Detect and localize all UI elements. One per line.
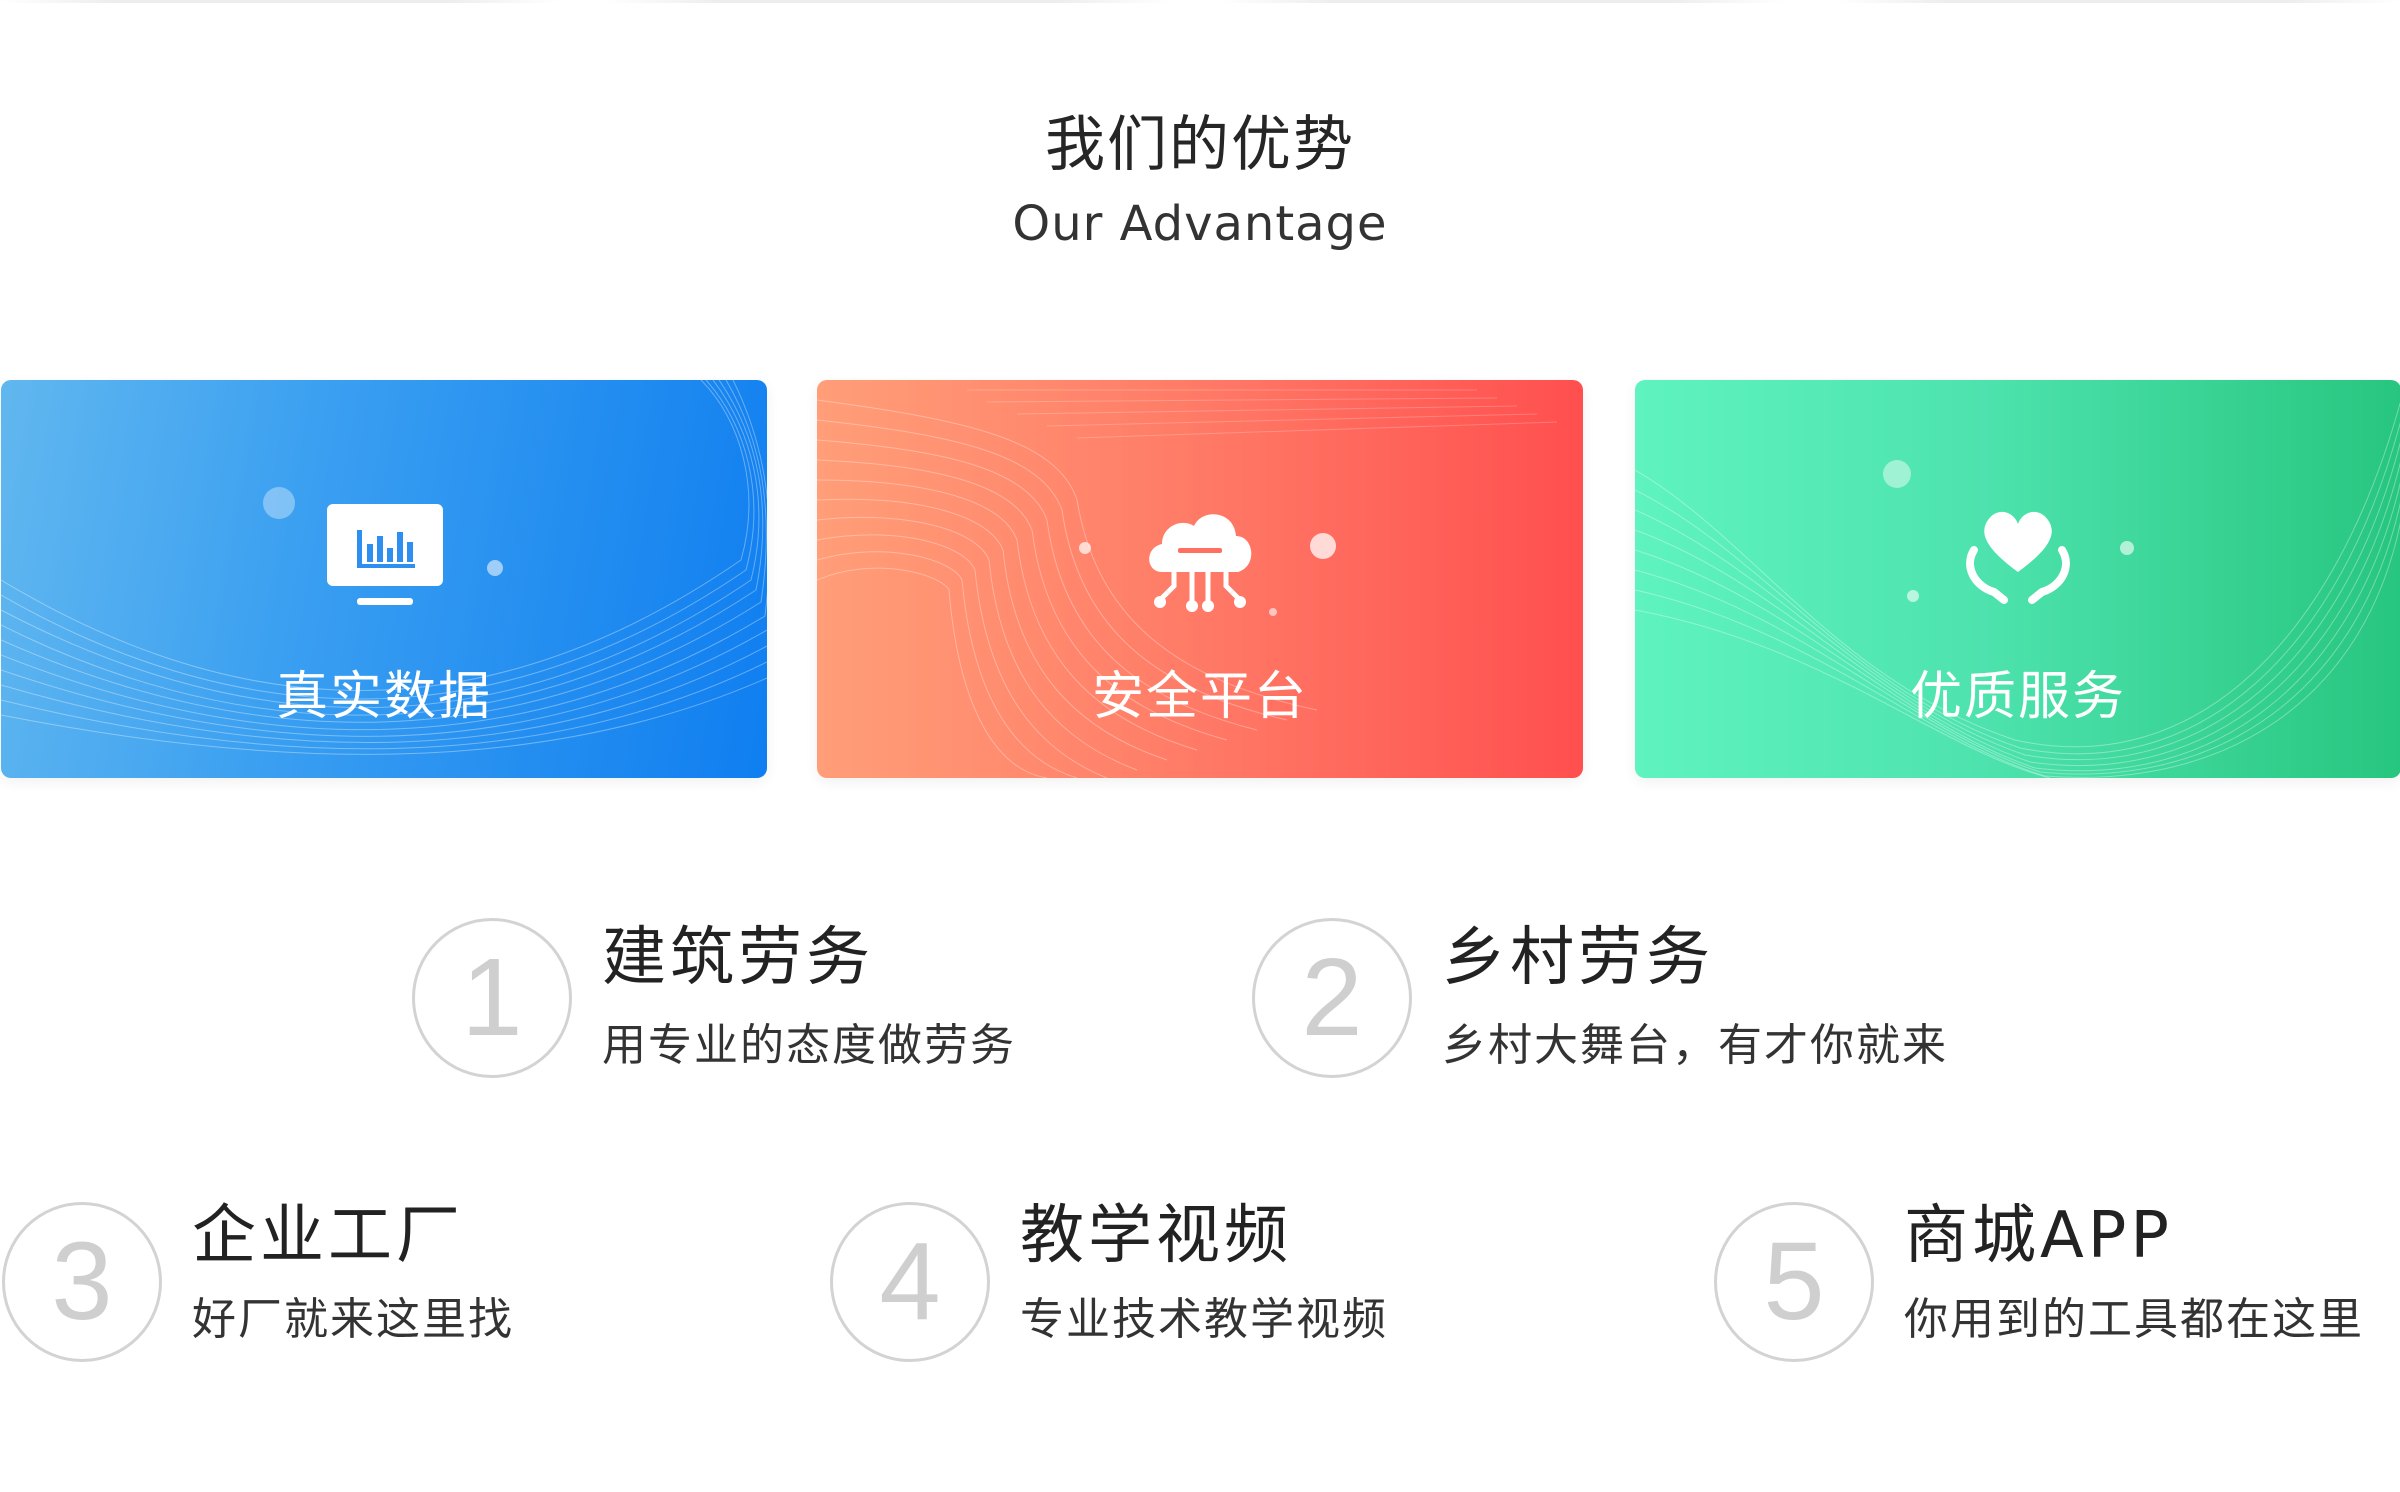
previous-section-edges: [0, 0, 2400, 4]
previous-card-edge: [605, 0, 1170, 3]
previous-card-edge: [1220, 0, 1785, 3]
item-subtitle: 用专业的态度做劳务: [602, 1020, 1016, 1071]
item-number-circle: 2: [1252, 918, 1412, 1078]
feature-card-quality-service[interactable]: 优质服务: [1635, 380, 2400, 778]
item-number-circle: 1: [412, 918, 572, 1078]
section-title: 我们的优势: [1045, 110, 1355, 180]
monitor-chart-icon: [327, 504, 443, 605]
item-number-circle: 3: [2, 1202, 162, 1362]
item-title: 建筑劳务: [602, 921, 874, 995]
item-number-circle: 5: [1714, 1202, 1874, 1362]
wave-lines-decoration: [1635, 401, 2400, 778]
item-number-circle: 4: [830, 1202, 990, 1362]
cloud-network-icon: [1149, 514, 1252, 612]
item-title: 乡村劳务: [1442, 921, 1714, 995]
section-heading: 我们的优势 Our Advantage: [0, 100, 2400, 256]
wave-lines-decoration: [817, 389, 1558, 778]
item-subtitle: 好厂就来这里找: [192, 1294, 514, 1345]
previous-card-edge: [1835, 0, 2400, 3]
feature-card-safe-platform[interactable]: 安全平台: [817, 380, 1583, 778]
wave-lines-decoration: [1, 380, 767, 755]
item-title: 商城APP: [1904, 1199, 2173, 1273]
feature-card-real-data[interactable]: 真实数据: [1, 380, 767, 778]
card-title: 真实数据: [275, 667, 492, 727]
section-subtitle: Our Advantage: [1012, 196, 1388, 252]
item-title: 企业工厂: [192, 1199, 464, 1273]
item-title: 教学视频: [1020, 1199, 1292, 1273]
item-subtitle: 专业技术教学视频: [1020, 1294, 1388, 1345]
item-subtitle: 乡村大舞台，有才你就来: [1442, 1020, 1948, 1071]
card-title: 安全平台: [1091, 667, 1308, 727]
item-subtitle: 你用到的工具都在这里: [1904, 1294, 2364, 1345]
previous-card-edge: [0, 0, 560, 3]
heart-hands-icon: [1966, 511, 2070, 604]
card-title: 优质服务: [1909, 667, 2126, 727]
